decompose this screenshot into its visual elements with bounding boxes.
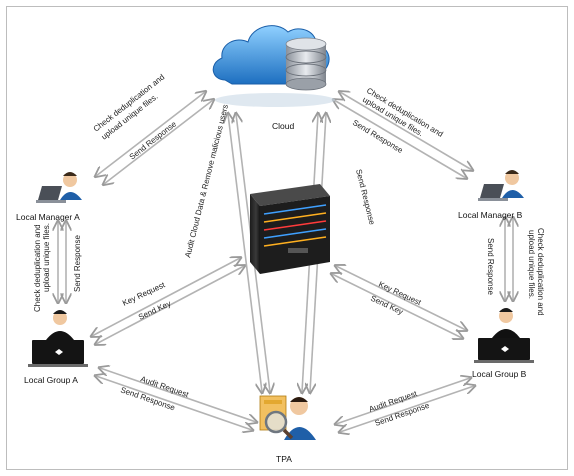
edge-label-manager-b-group-b-2: upload unique files. [527, 230, 536, 299]
user-group-laptop-icon-a [28, 310, 88, 367]
tpa-label: TPA [276, 454, 292, 464]
arrow-tpa-group-a-2 [96, 376, 252, 430]
manager-a-label: Local Manager A [16, 212, 80, 222]
edge-label-cloud-tpa-left: Audit Cloud Data & Remove malicious user… [183, 104, 230, 259]
arrow-server-group-a-2 [96, 266, 244, 344]
user-group-laptop-icon-b [474, 308, 534, 363]
server-icon [250, 184, 330, 274]
group-b-label: Local Group B [472, 369, 527, 379]
diagram-frame [6, 6, 568, 470]
arrow-cloud-manager-a-2 [104, 100, 213, 184]
group-a-label: Local Group A [24, 375, 78, 385]
arrow-tpa-group-b-2 [340, 386, 474, 432]
cloud-label: Cloud [272, 121, 294, 131]
arrows [58, 92, 513, 432]
edge-label-manager-b-group-b-1: Check deduplication and [536, 228, 545, 316]
edge-label-manager-a-group-a-3: Send Response [73, 235, 82, 292]
cloud-database-icon [212, 25, 335, 107]
edge-label-manager-b-group-b-3: Send Response [486, 238, 495, 295]
edge-label-manager-a-group-a-1: Check deduplication and [33, 224, 42, 312]
arrow-server-group-a-1 [92, 258, 240, 336]
edge-label-cloud-manager-a-3: Send Response [128, 119, 179, 161]
arrow-cloud-manager-b-2 [334, 100, 466, 178]
user-laptop-icon-manager-b [478, 170, 524, 201]
edge-label-cloud-manager-a-1: Check deduplication and [92, 73, 167, 134]
user-laptop-icon-manager-a [36, 172, 82, 203]
edge-label-cloud-tpa-right: Send Response [354, 168, 377, 226]
arrow-server-group-b-2 [332, 274, 462, 338]
edge-label-manager-a-group-a-2: upload unique files. [42, 223, 51, 292]
auditor-magnifier-icon [259, 395, 316, 440]
manager-b-label: Local Manager B [458, 210, 523, 220]
